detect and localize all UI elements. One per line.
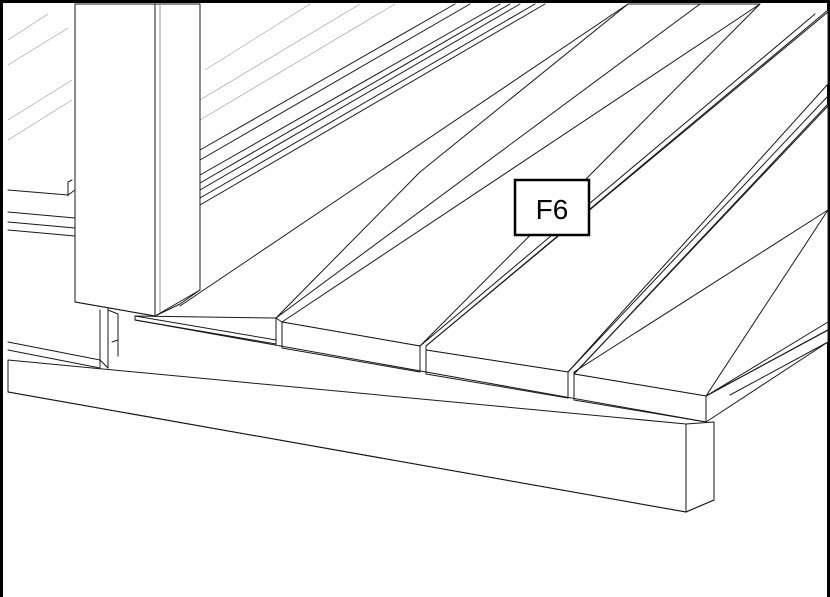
railing-post bbox=[74, 3, 201, 317]
left-fascia-strip bbox=[7, 305, 119, 369]
deck-board-3 bbox=[425, 9, 829, 373]
support-beam bbox=[7, 359, 715, 513]
callout-label: F6 bbox=[536, 194, 569, 225]
left-track-rail bbox=[7, 179, 76, 237]
glass-railing-panels bbox=[7, 3, 546, 206]
deck-boards bbox=[134, 3, 829, 423]
callout-f6: F6 bbox=[513, 178, 591, 237]
